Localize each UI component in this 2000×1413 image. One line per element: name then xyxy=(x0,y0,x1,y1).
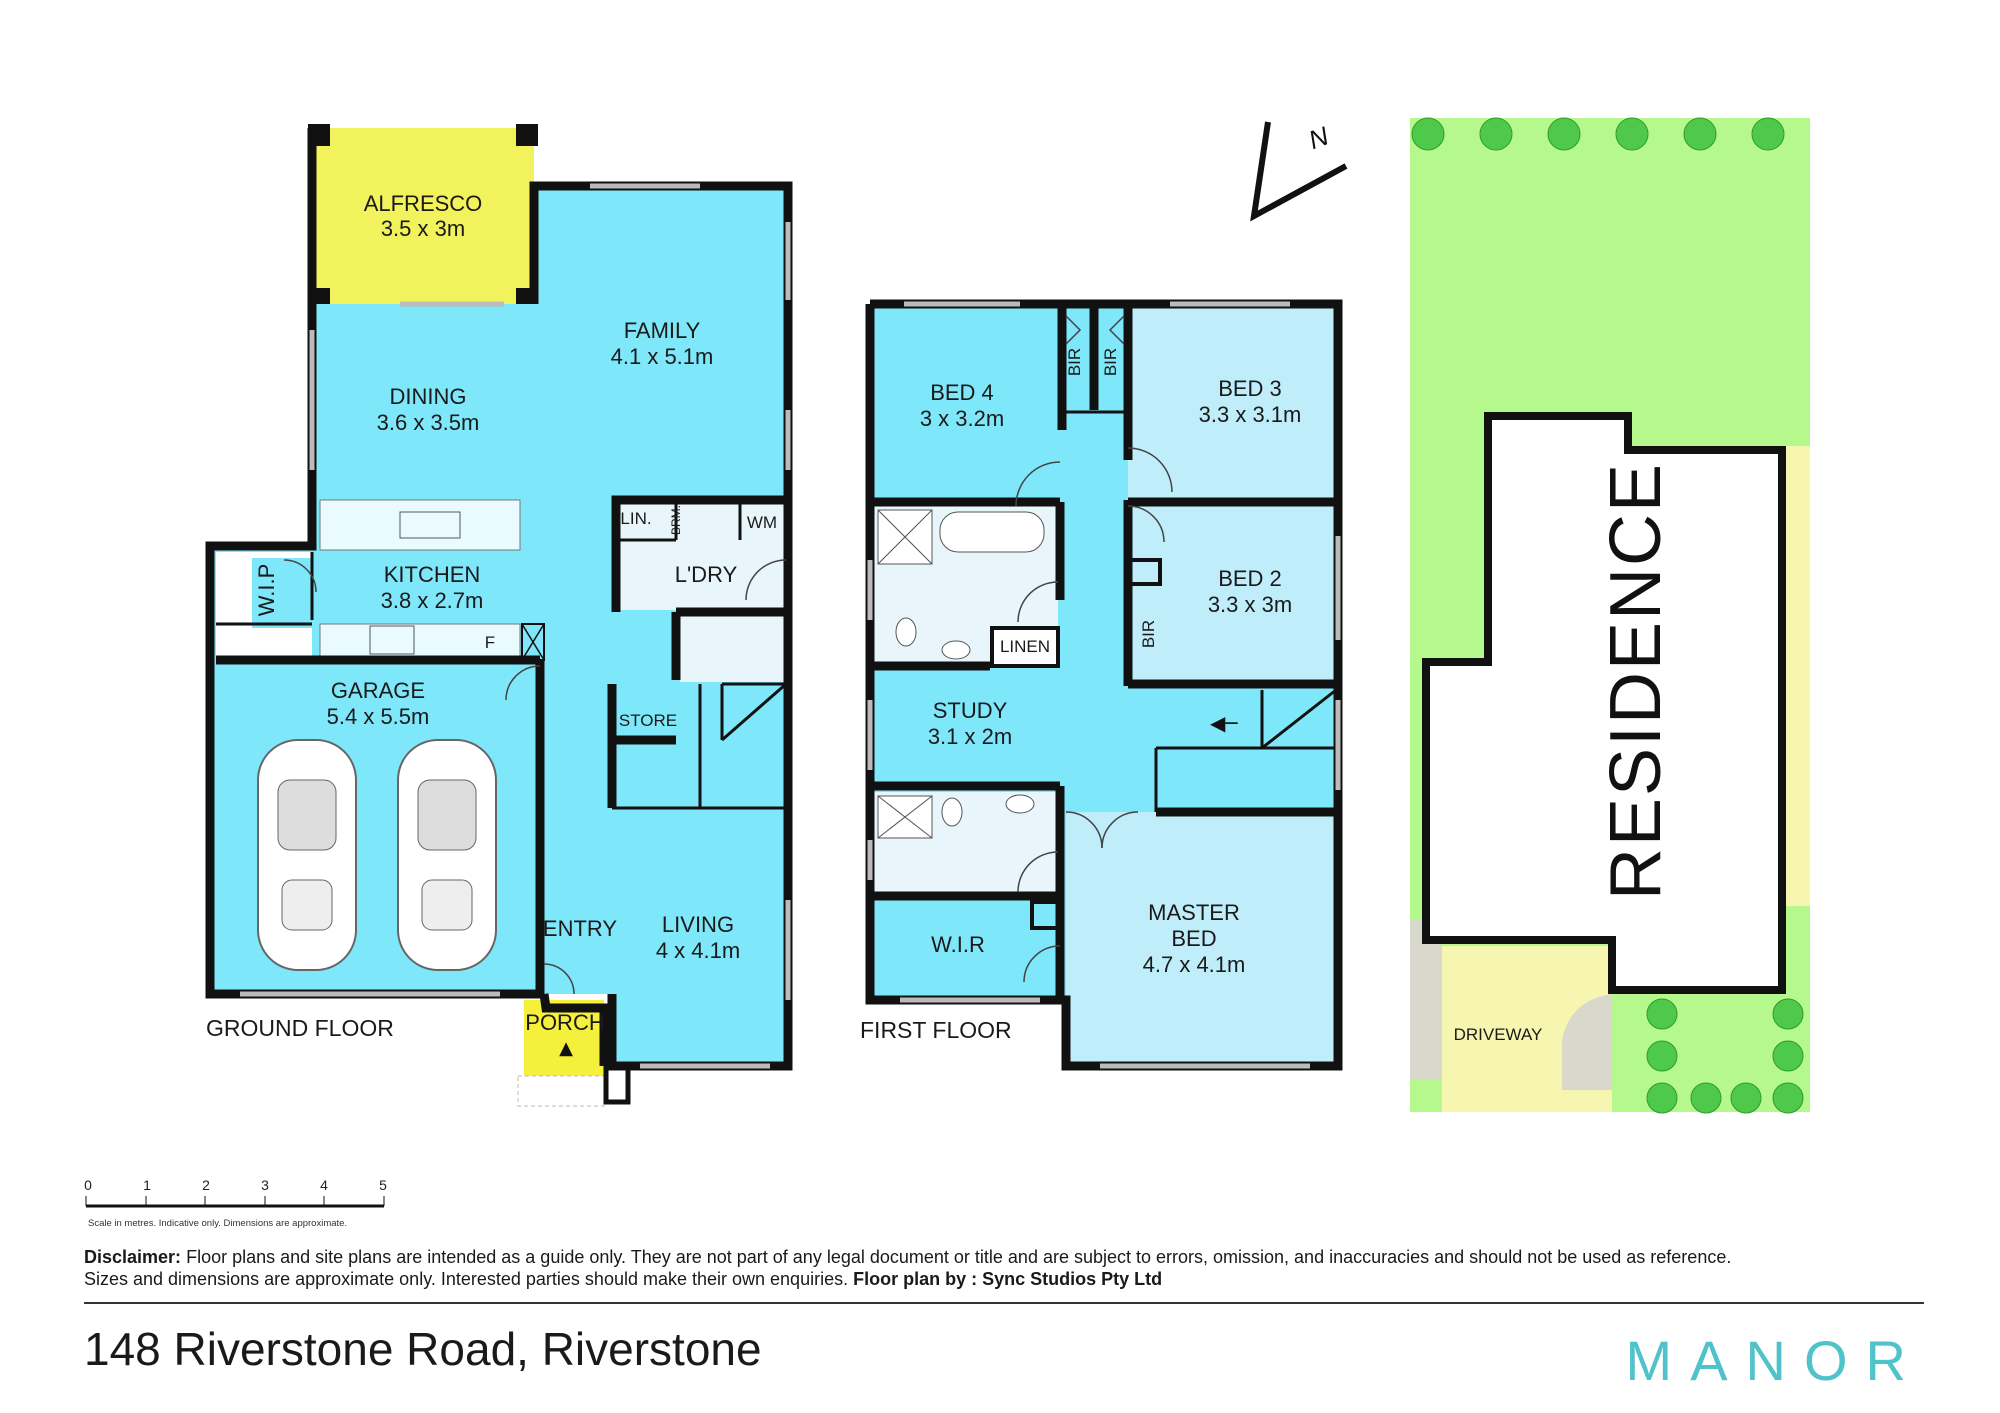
bir-label-bed2: BIR xyxy=(1139,620,1158,648)
bed4-size: 3 x 3.2m xyxy=(920,406,1004,431)
compass-north-label: N xyxy=(1305,120,1333,155)
living-name: LIVING xyxy=(662,912,734,937)
car-left xyxy=(257,739,357,971)
kitchen-size: 3.8 x 2.7m xyxy=(381,588,484,613)
tree-icons-bottom xyxy=(1646,998,1804,1114)
wip-label: W.I.P xyxy=(254,564,279,617)
linen-label: LINEN xyxy=(1000,637,1050,656)
master-name-line2: BED xyxy=(1171,926,1216,951)
bed2-size: 3.3 x 3m xyxy=(1208,592,1292,617)
bed3-name: BED 3 xyxy=(1218,376,1282,401)
study-name: STUDY xyxy=(933,698,1008,723)
residence-footprint xyxy=(1422,412,1786,994)
stair-arrow-icon: ◀─ xyxy=(1210,711,1238,735)
first-floor-plan: BED 4 3 x 3.2m BED 3 3.3 x 3.1m BED 2 3.… xyxy=(860,299,1343,1071)
kitchen-name: KITCHEN xyxy=(384,562,481,587)
tree-icons-top xyxy=(1411,117,1785,151)
bed4-name: BED 4 xyxy=(930,380,994,405)
disclaimer-text-2: Sizes and dimensions are approximate onl… xyxy=(84,1269,849,1289)
lin-label: LIN. xyxy=(620,509,651,528)
wir-label: W.I.R xyxy=(931,932,985,957)
scale-bar: 0 1 2 3 4 5 Scale in metres. Indicative … xyxy=(84,1177,387,1229)
residence-label: RESIDENCE xyxy=(1596,462,1676,900)
alfresco-size: 3.5 x 3m xyxy=(381,216,465,241)
porch-label: PORCH xyxy=(525,1010,604,1035)
family-name: FAMILY xyxy=(624,318,701,343)
car-right xyxy=(397,739,497,971)
wm-label: WM xyxy=(747,513,777,532)
master-name-line1: MASTER xyxy=(1148,900,1240,925)
scale-tick-0: 0 xyxy=(84,1177,92,1193)
fridge-label: F xyxy=(485,633,495,652)
disclaimer: Disclaimer: Floor plans and site plans a… xyxy=(84,1246,1944,1290)
footer-divider xyxy=(84,1302,1924,1304)
site-side-path xyxy=(1782,446,1810,906)
alfresco-area xyxy=(312,128,534,304)
floor-plan-credit: Floor plan by : Sync Studios Pty Ltd xyxy=(853,1269,1163,1289)
scale-tick-5: 5 xyxy=(379,1177,387,1193)
store-label: STORE xyxy=(619,711,677,730)
dining-size: 3.6 x 3.5m xyxy=(377,410,480,435)
garage-size: 5.4 x 5.5m xyxy=(327,704,430,729)
scale-tick-4: 4 xyxy=(320,1177,328,1193)
site-plan: RESIDENCE DRIVEWAY xyxy=(1410,117,1810,1114)
laundry-label: L'DRY xyxy=(675,562,738,587)
scale-tick-2: 2 xyxy=(202,1177,210,1193)
bir-label-bed4: BIR xyxy=(1065,348,1084,376)
garage-name: GARAGE xyxy=(331,678,425,703)
first-floor-label: FIRST FLOOR xyxy=(860,1017,1012,1043)
property-address: 148 Riverstone Road, Riverstone xyxy=(84,1323,762,1375)
entry-label: ENTRY xyxy=(543,916,617,941)
living-size: 4 x 4.1m xyxy=(656,938,740,963)
disclaimer-text-1: Floor plans and site plans are intended … xyxy=(186,1247,1732,1267)
bir-label-bed3: BIR xyxy=(1101,348,1120,376)
driveway-label: DRIVEWAY xyxy=(1454,1025,1543,1044)
porch-area xyxy=(524,1000,604,1076)
scale-tick-3: 3 xyxy=(261,1177,269,1193)
ground-floor-label: GROUND FLOOR xyxy=(206,1015,394,1041)
dining-name: DINING xyxy=(390,384,467,409)
master-size: 4.7 x 4.1m xyxy=(1143,952,1246,977)
scale-note: Scale in metres. Indicative only. Dimens… xyxy=(88,1218,347,1229)
study-size: 3.1 x 2m xyxy=(928,724,1012,749)
brand-logo: MANOR xyxy=(1625,1329,1924,1392)
family-size: 4.1 x 5.1m xyxy=(611,344,714,369)
alfresco-name: ALFRESCO xyxy=(364,191,483,216)
bed3-size: 3.3 x 3.1m xyxy=(1199,402,1302,427)
scale-tick-1: 1 xyxy=(143,1177,151,1193)
site-verge xyxy=(1410,920,1442,1080)
bed2-name: BED 2 xyxy=(1218,566,1282,591)
north-compass-icon: N xyxy=(1250,120,1348,222)
brm-label: BRM. xyxy=(669,505,683,535)
disclaimer-label: Disclaimer: xyxy=(84,1247,182,1267)
ground-floor-plan: ALFRESCO 3.5 x 3m FAMILY 4.1 x 5.1m DINI… xyxy=(205,124,793,1107)
entry-arrow-icon: ▲ xyxy=(559,1038,573,1059)
